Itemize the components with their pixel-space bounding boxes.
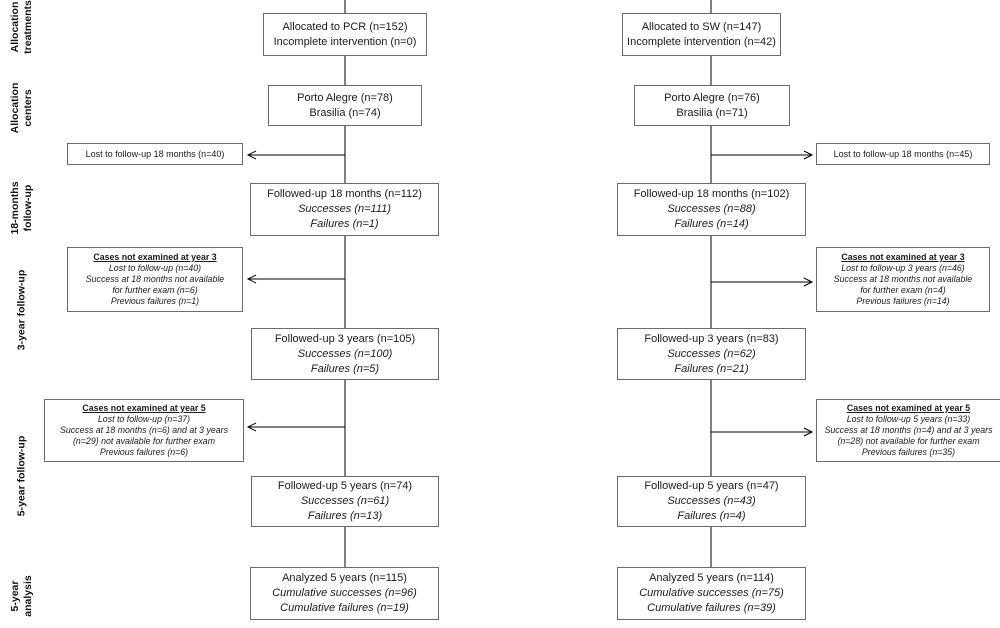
pcr-not-examined-y5-box: Cases not examined at year 5 Lost to fol… <box>44 399 244 462</box>
box-line: Allocated to SW (n=147) <box>641 20 762 33</box>
stage-label-allocation-treatments: Allocation treatments <box>9 0 35 54</box>
sw-followup-18m-box: Followed-up 18 months (n=102) Successes … <box>617 183 806 236</box>
box-line: for further exam (n=4) <box>860 285 946 295</box>
stage-label-followup-3y: 3-year follow-up <box>16 270 29 351</box>
box-title: Followed-up 18 months (n=102) <box>633 188 790 200</box>
stage-label-followup-18m: 18-months follow-up <box>9 181 35 234</box>
pcr-not-examined-y5-arrowhead <box>246 422 257 432</box>
box-failures: Failures (n=13) <box>307 510 383 522</box>
sw-connectors <box>710 0 814 567</box>
stage-label-line: analysis <box>22 575 34 617</box>
sw-not-examined-y3-arrowhead <box>803 277 814 287</box>
box-line: (n=29) not available for further exam <box>72 436 216 446</box>
pcr-not-examined-y3-arrowhead <box>246 274 257 284</box>
box-line: Porto Alegre (n=78) <box>297 91 393 104</box>
box-line: Allocated to PCR (n=152) <box>282 20 408 33</box>
stage-label-analysis-5y: 5-year analysis <box>9 575 35 616</box>
stage-label-line: 5-year follow-up <box>15 435 28 517</box>
sw-not-examined-y3-box: Cases not examined at year 3 Lost to fol… <box>816 247 990 312</box>
sw-centers-box: Porto Alegre (n=76) Brasilia (n=71) <box>634 85 790 126</box>
box-failures: Cumulative failures (n=19) <box>280 602 409 614</box>
box-line: Previous failures (n=6) <box>99 447 189 457</box>
box-line: Porto Alegre (n=76) <box>664 91 760 104</box>
box-failures: Failures (n=21) <box>674 362 749 375</box>
stage-label-line: Allocation <box>9 82 21 134</box>
pcr-not-examined-y3-box: Cases not examined at year 3 Lost to fol… <box>67 247 243 312</box>
sw-followup-3y-box: Followed-up 3 years (n=83) Successes (n=… <box>617 328 806 380</box>
sw-allocated-box: Allocated to SW (n=147) Incomplete inter… <box>622 13 781 56</box>
stage-label-followup-5y: 5-year follow-up <box>16 436 29 517</box>
box-heading: Cases not examined at year 5 <box>846 403 971 413</box>
sw-not-examined-y5-box: Cases not examined at year 5 Lost to fol… <box>816 399 1000 462</box>
sw-lost-18m-arrowhead <box>803 150 814 160</box>
box-title: Followed-up 18 months (n=112) <box>267 188 422 200</box>
stage-label-line: 5-year <box>9 580 21 612</box>
stage-label-line: 3-year follow-up <box>15 269 28 351</box>
pcr-allocated-box: Allocated to PCR (n=152) Incomplete inte… <box>263 13 427 56</box>
box-successes: Successes (n=61) <box>300 495 390 507</box>
pcr-followup-18m-box: Followed-up 18 months (n=112) Successes … <box>250 183 439 236</box>
stage-label-line: Allocation <box>9 1 21 53</box>
sw-lost-18m-box: Lost to follow-up 18 months (n=45) <box>816 143 990 165</box>
box-line: Incomplete intervention (n=42) <box>627 35 776 48</box>
box-title: Analyzed 5 years (n=114) <box>649 572 774 584</box>
pcr-centers-box: Porto Alegre (n=78) Brasilia (n=74) <box>268 85 422 126</box>
box-successes: Cumulative successes (n=96) <box>272 587 417 599</box>
box-title: Followed-up 5 years (n=47) <box>644 480 779 492</box>
box-title: Followed-up 5 years (n=74) <box>277 480 413 492</box>
pcr-lost-18m-arrowhead <box>246 150 257 160</box>
box-line: (n=28) not available for further exam <box>837 436 980 446</box>
pcr-analyzed-5y-box: Analyzed 5 years (n=115) Cumulative succ… <box>250 567 439 620</box>
stage-label-line: 18-months <box>9 181 21 235</box>
box-line: Lost to follow-up 18 months (n=45) <box>833 148 973 159</box>
stage-label-allocation-centers: Allocation centers <box>9 83 35 134</box>
box-heading: Cases not examined at year 5 <box>82 403 206 413</box>
box-line: Lost to follow-up (n=40) <box>108 263 202 273</box>
box-line: Lost to follow-up 5 years (n=33) <box>846 414 971 424</box>
pcr-connectors <box>246 0 346 567</box>
box-failures: Failures (n=14) <box>674 218 749 230</box>
pcr-followup-5y-box: Followed-up 5 years (n=74) Successes (n=… <box>251 476 439 527</box>
box-line: Success at 18 months (n=6) and at 3 year… <box>60 425 228 435</box>
pcr-followup-3y-box: Followed-up 3 years (n=105) Successes (n… <box>251 328 439 380</box>
box-line: Lost to follow-up 3 years (n=46) <box>841 263 965 273</box>
box-successes: Successes (n=100) <box>297 347 393 360</box>
pcr-lost-18m-box: Lost to follow-up 18 months (n=40) <box>67 143 243 165</box>
box-failures: Failures (n=4) <box>677 510 746 522</box>
box-successes: Successes (n=43) <box>667 495 756 507</box>
box-title: Followed-up 3 years (n=105) <box>274 332 416 345</box>
box-line: Success at 18 months not available <box>833 274 973 284</box>
box-heading: Cases not examined at year 3 <box>93 252 217 262</box>
box-line: Previous failures (n=14) <box>856 296 950 306</box>
box-successes: Successes (n=62) <box>667 347 756 360</box>
box-line: Lost to follow-up 18 months (n=40) <box>85 148 225 159</box>
box-successes: Cumulative successes (n=75) <box>639 587 784 599</box>
box-line: Previous failures (n=35) <box>861 447 956 457</box>
box-heading: Cases not examined at year 3 <box>841 252 965 262</box>
box-line: Lost to follow-up (n=37) <box>97 414 191 424</box>
sw-not-examined-y5-arrowhead <box>803 427 814 437</box>
sw-followup-5y-box: Followed-up 5 years (n=47) Successes (n=… <box>617 476 806 527</box>
box-failures: Cumulative failures (n=39) <box>647 602 776 614</box>
box-line: Success at 18 months not available <box>85 274 225 284</box>
stage-label-line: treatments <box>22 0 34 54</box>
box-line: Success at 18 months (n=4) and at 3 year… <box>824 425 993 435</box>
box-failures: Failures (n=5) <box>310 362 380 375</box>
box-failures: Failures (n=1) <box>310 218 379 230</box>
box-title: Followed-up 3 years (n=83) <box>644 332 779 345</box>
box-line: Incomplete intervention (n=0) <box>273 35 417 48</box>
stage-label-line: centers <box>22 89 34 127</box>
stage-label-line: follow-up <box>22 184 34 232</box>
box-line: Brasilia (n=71) <box>676 106 748 119</box>
box-successes: Successes (n=111) <box>298 203 391 215</box>
box-line: Brasilia (n=74) <box>309 106 381 119</box>
sw-analyzed-5y-box: Analyzed 5 years (n=114) Cumulative succ… <box>617 567 806 620</box>
box-successes: Successes (n=88) <box>667 203 756 215</box>
box-title: Analyzed 5 years (n=115) <box>282 572 407 584</box>
box-line: for further exam (n=6) <box>112 285 198 295</box>
box-line: Previous failures (n=1) <box>110 296 200 306</box>
